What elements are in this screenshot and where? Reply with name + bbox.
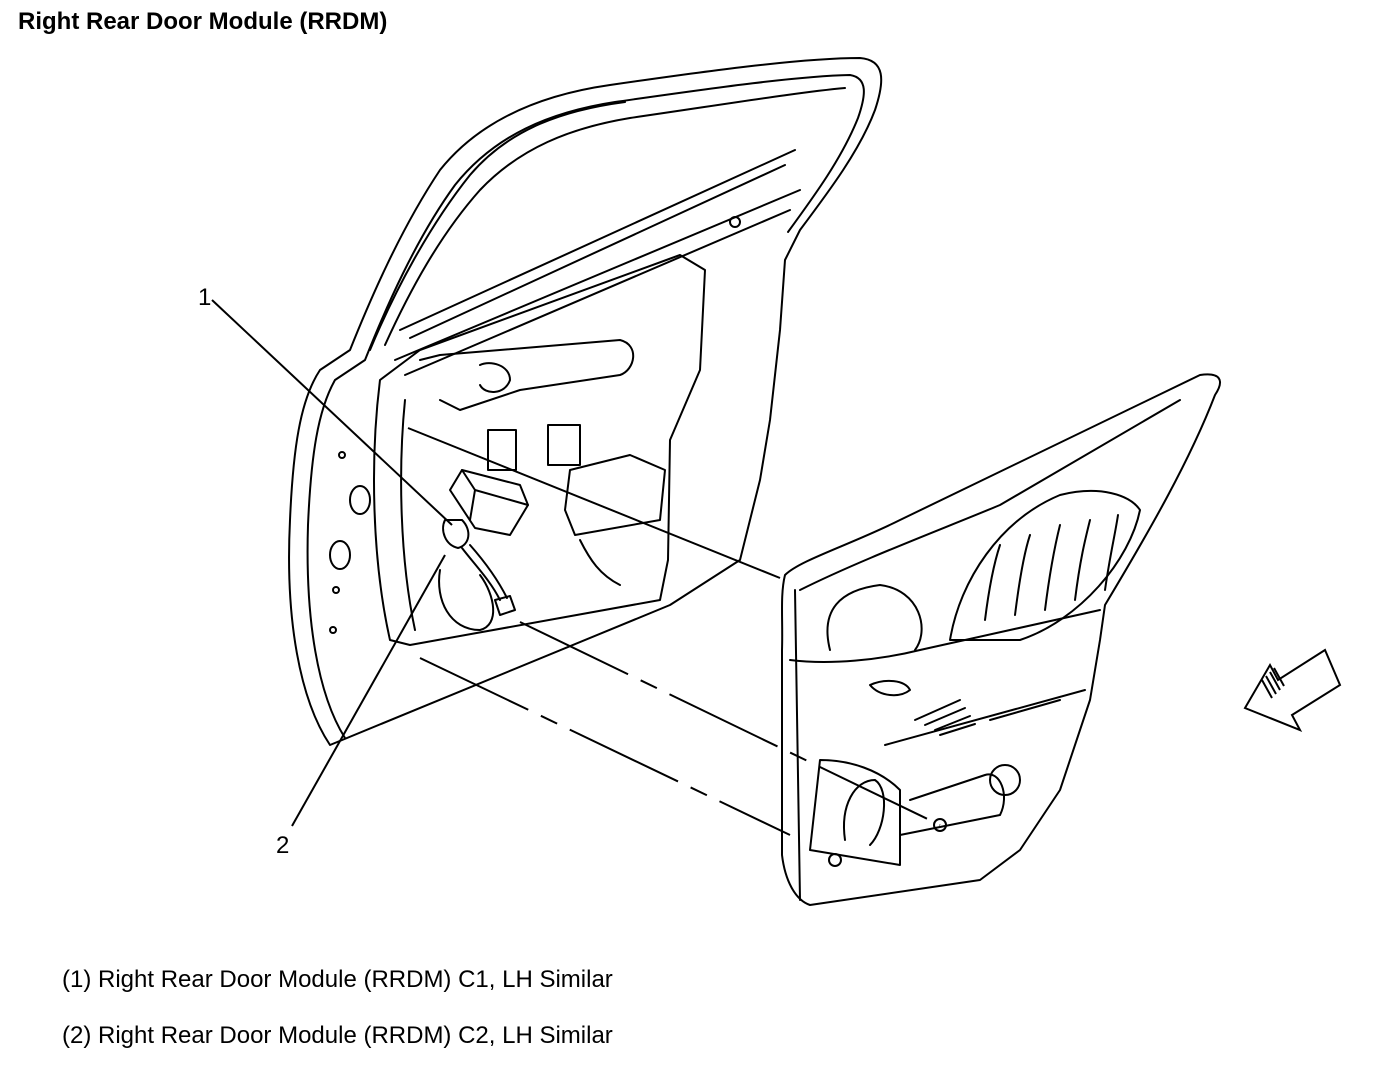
door-trim-panel: [781, 373, 1221, 906]
trim-alignment-line-lower: [419, 657, 791, 836]
trim-alignment-line-middle: [519, 621, 941, 826]
legend-item-2: (2) Right Rear Door Module (RRDM) C2, LH…: [62, 1022, 613, 1049]
door-frame: [288, 57, 883, 746]
callout-2: 2: [276, 832, 290, 859]
front-arrow-icon: [1243, 648, 1342, 732]
leader-line-1: [211, 299, 453, 526]
leader-line-2: [291, 554, 446, 827]
door-module: [442, 469, 529, 616]
callout-1: 1: [198, 284, 212, 311]
page-title: Right Rear Door Module (RRDM): [18, 8, 388, 35]
trim-alignment-line-upper: [407, 427, 781, 579]
door-inner-panel: [329, 216, 741, 646]
legend-item-1: (1) Right Rear Door Module (RRDM) C1, LH…: [62, 966, 613, 993]
